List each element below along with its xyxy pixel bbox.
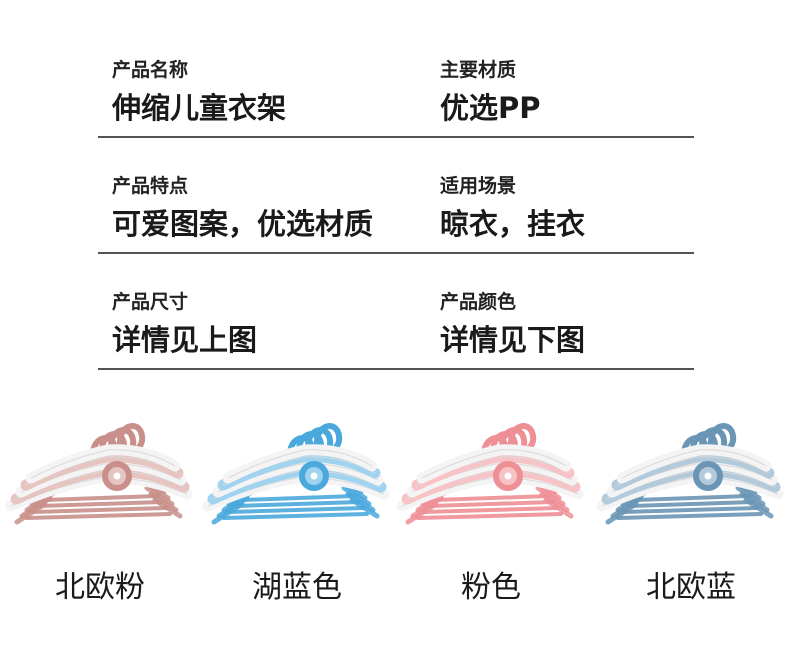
hanger-image — [202, 423, 390, 525]
spec-main-material: 主要材质 优选PP — [440, 58, 541, 126]
hanger-image — [5, 423, 193, 525]
spec-value: 详情见下图 — [440, 323, 586, 357]
spec-usage-scene: 适用场景 晾衣，挂衣 — [440, 174, 585, 242]
product-variant-nordic-blue[interactable]: 北欧蓝 — [596, 400, 786, 630]
spec-label: 适用场景 — [440, 175, 517, 197]
color-variants: 北欧粉 湖蓝色 粉色 北欧蓝 — [0, 400, 790, 650]
spec-product-name: 产品名称 伸缩儿童衣架 — [112, 58, 286, 126]
spec-label: 产品名称 — [112, 59, 189, 81]
product-variant-nordic-pink[interactable]: 北欧粉 — [5, 400, 195, 630]
spec-value: 晾衣，挂衣 — [440, 207, 586, 241]
hanger-image — [596, 423, 784, 525]
spec-value: 优选PP — [440, 91, 541, 125]
product-variant-lake-blue[interactable]: 湖蓝色 — [202, 400, 392, 630]
spec-product-feature: 产品特点 可爱图案，优选材质 — [112, 174, 373, 242]
spec-row-feature-scene: 产品特点 可爱图案，优选材质 适用场景 晾衣，挂衣 — [98, 164, 694, 254]
spec-product-color: 产品颜色 详情见下图 — [440, 290, 585, 358]
product-specs-table: 产品名称 伸缩儿童衣架 主要材质 优选PP 产品特点 可爱图案，优选材质 适用场… — [98, 48, 694, 396]
spec-label: 产品尺寸 — [112, 291, 189, 313]
spec-value: 可爱图案，优选材质 — [112, 207, 374, 241]
spec-product-size: 产品尺寸 详情见上图 — [112, 290, 257, 358]
spec-label: 产品特点 — [112, 175, 189, 197]
product-variant-pink[interactable]: 粉色 — [396, 400, 586, 630]
hanger-image — [396, 423, 584, 525]
spec-row-size-color: 产品尺寸 详情见上图 产品颜色 详情见下图 — [98, 280, 694, 370]
spec-row-name-material: 产品名称 伸缩儿童衣架 主要材质 优选PP — [98, 48, 694, 138]
spec-label: 产品颜色 — [440, 291, 517, 313]
variant-name: 粉色 — [461, 570, 521, 605]
spec-value: 伸缩儿童衣架 — [112, 91, 287, 125]
spec-value: 详情见上图 — [112, 323, 258, 357]
variant-name: 北欧粉 — [55, 570, 145, 605]
variant-name: 北欧蓝 — [646, 570, 736, 605]
spec-label: 主要材质 — [440, 59, 517, 81]
variant-name: 湖蓝色 — [252, 570, 342, 605]
